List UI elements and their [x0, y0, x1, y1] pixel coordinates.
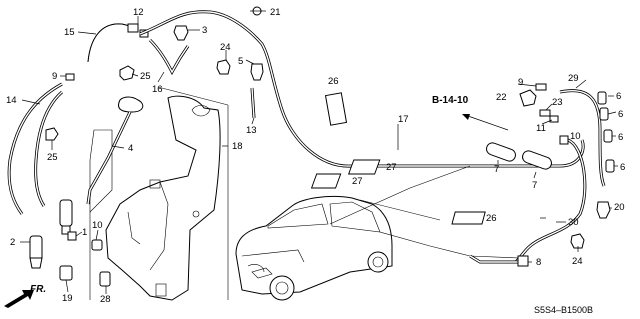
callout-17: 17: [398, 114, 409, 125]
nozzle-24-top: [216, 59, 231, 75]
callout-10-left: 10: [92, 220, 103, 231]
clip-9-right: [535, 83, 547, 91]
check-valve-7b: [522, 150, 552, 170]
callout-25-left: 25: [47, 152, 58, 163]
callout-25-top: 25: [140, 71, 151, 82]
callout-12: 12: [133, 7, 144, 18]
callout-28: 28: [100, 294, 111, 305]
pad-26-top: [324, 92, 348, 126]
callout-1: 1: [82, 227, 87, 238]
cap-6b: [599, 107, 609, 121]
filler-neck-4: [118, 96, 144, 113]
callout-18: 18: [232, 141, 243, 152]
nozzle-5: [250, 63, 264, 81]
grommet-10-mid: [91, 239, 103, 251]
callout-15: 15: [64, 27, 75, 38]
clip-25-left: [45, 127, 59, 141]
front-label: FR.: [30, 284, 46, 295]
joint-11: [549, 115, 559, 123]
callout-labels: 15 12 3 21 24 5 9 25 16 14 25 4 18 13 26…: [6, 7, 625, 315]
clip-9-left: [65, 73, 75, 81]
callout-9-left: 9: [52, 71, 57, 82]
washer-motor-2: [29, 235, 43, 269]
callout-27-left: 27: [352, 176, 363, 187]
vehicle-outline: [235, 195, 393, 301]
callout-11: 11: [536, 123, 546, 134]
callout-26-top: 26: [328, 76, 339, 87]
callout-23: 23: [552, 97, 563, 108]
figure-code: S5S4–B1500B: [534, 305, 593, 315]
callout-27-mid: 27: [386, 162, 397, 173]
leader-lines: [20, 10, 618, 294]
reservoir-tank-18: [105, 95, 221, 301]
washer-motor-1: [59, 199, 73, 235]
callout-3: 3: [202, 25, 207, 36]
grommet-19: [59, 265, 73, 281]
callout-22: 22: [496, 92, 507, 103]
callout-29: 29: [568, 73, 579, 84]
bracket-22: [519, 89, 537, 107]
grommet-28: [99, 271, 111, 287]
callout-6-a: 6: [616, 91, 621, 102]
cap-6c: [603, 129, 613, 143]
joint-23: [539, 109, 551, 117]
joint-8: [517, 255, 529, 267]
callout-6-d: 6: [620, 162, 625, 173]
pad-27-left: [310, 173, 342, 189]
callout-19: 19: [62, 293, 73, 304]
pad-27-mid: [347, 159, 381, 175]
nozzle-20: [596, 201, 611, 219]
callout-5: 5: [238, 56, 243, 67]
callout-14: 14: [6, 95, 17, 106]
callout-6-b: 6: [618, 109, 623, 120]
callout-6-c: 6: [618, 132, 623, 143]
callout-2: 2: [10, 237, 15, 248]
callout-4: 4: [128, 143, 133, 154]
grommet-10-left: [67, 231, 77, 241]
callout-16: 16: [152, 84, 163, 95]
reference-arrow: [462, 114, 509, 131]
hose-15: [87, 23, 131, 63]
reference-label: B-14-10: [432, 95, 469, 106]
cap-6a: [597, 91, 607, 105]
callout-9-right: 9: [518, 77, 523, 88]
callout-30: 30: [568, 217, 579, 228]
callout-7-a: 7: [494, 164, 499, 175]
callout-13: 13: [246, 125, 257, 136]
nozzle-3: [173, 25, 189, 41]
pad-26-right: [451, 211, 486, 225]
callout-24-top: 24: [220, 42, 231, 53]
callout-26-right: 26: [486, 213, 497, 224]
callout-21: 21: [270, 7, 281, 18]
callout-24-right: 24: [572, 256, 583, 267]
nozzle-24-right: [570, 233, 585, 249]
callout-8: 8: [536, 257, 541, 268]
clip-25-top: [119, 65, 135, 81]
callout-10-right: 10: [570, 131, 581, 142]
callout-7-b: 7: [532, 180, 537, 191]
cap-6d: [605, 159, 615, 173]
callout-20: 20: [614, 202, 625, 213]
connector-12: [127, 23, 139, 33]
front-direction-arrow: [4, 290, 34, 308]
joint-10: [559, 135, 569, 145]
check-valve-7a: [486, 142, 516, 162]
